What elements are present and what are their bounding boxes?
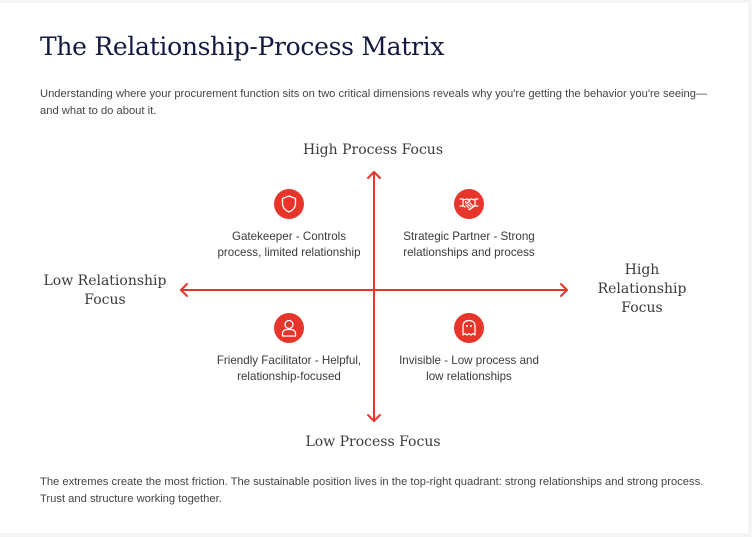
arrow-left-head (180, 283, 188, 297)
ghost-icon (454, 313, 484, 343)
axis-label-high-process: High Process Focus (302, 142, 444, 158)
quadrant-label: Invisible - Low process and low relation… (399, 354, 539, 383)
quadrant-strategic-partner: Strategic Partner - Strong relationships… (389, 189, 549, 260)
quadrant-label: Gatekeeper - Controls process, limited r… (217, 230, 361, 259)
shield-icon (274, 189, 304, 219)
page-title: The Relationship-Process Matrix (40, 32, 445, 61)
person-icon (274, 313, 304, 343)
axis-label-high-relationship: High Relationship Focus (597, 262, 687, 316)
intro-paragraph: Understanding where your procurement fun… (40, 88, 708, 117)
quadrant-label: Friendly Facilitator - Helpful, relation… (216, 354, 362, 383)
handshake-icon (454, 189, 484, 219)
arrow-right-head (560, 283, 568, 297)
axis-label-low-relationship: Low Relationship Focus (43, 273, 167, 308)
axis-label-low-process: Low Process Focus (305, 434, 441, 450)
conclusion-paragraph: The extremes create the most friction. T… (40, 476, 704, 505)
quadrant-gatekeeper: Gatekeeper - Controls process, limited r… (209, 189, 369, 260)
quadrant-friendly-facilitator: Friendly Facilitator - Helpful, relation… (209, 313, 369, 384)
arrow-up-head (367, 171, 381, 179)
quadrant-label: Strategic Partner - Strong relationships… (403, 230, 535, 259)
arrow-down-head (367, 414, 381, 422)
quadrant-invisible: Invisible - Low process and low relation… (389, 313, 549, 384)
